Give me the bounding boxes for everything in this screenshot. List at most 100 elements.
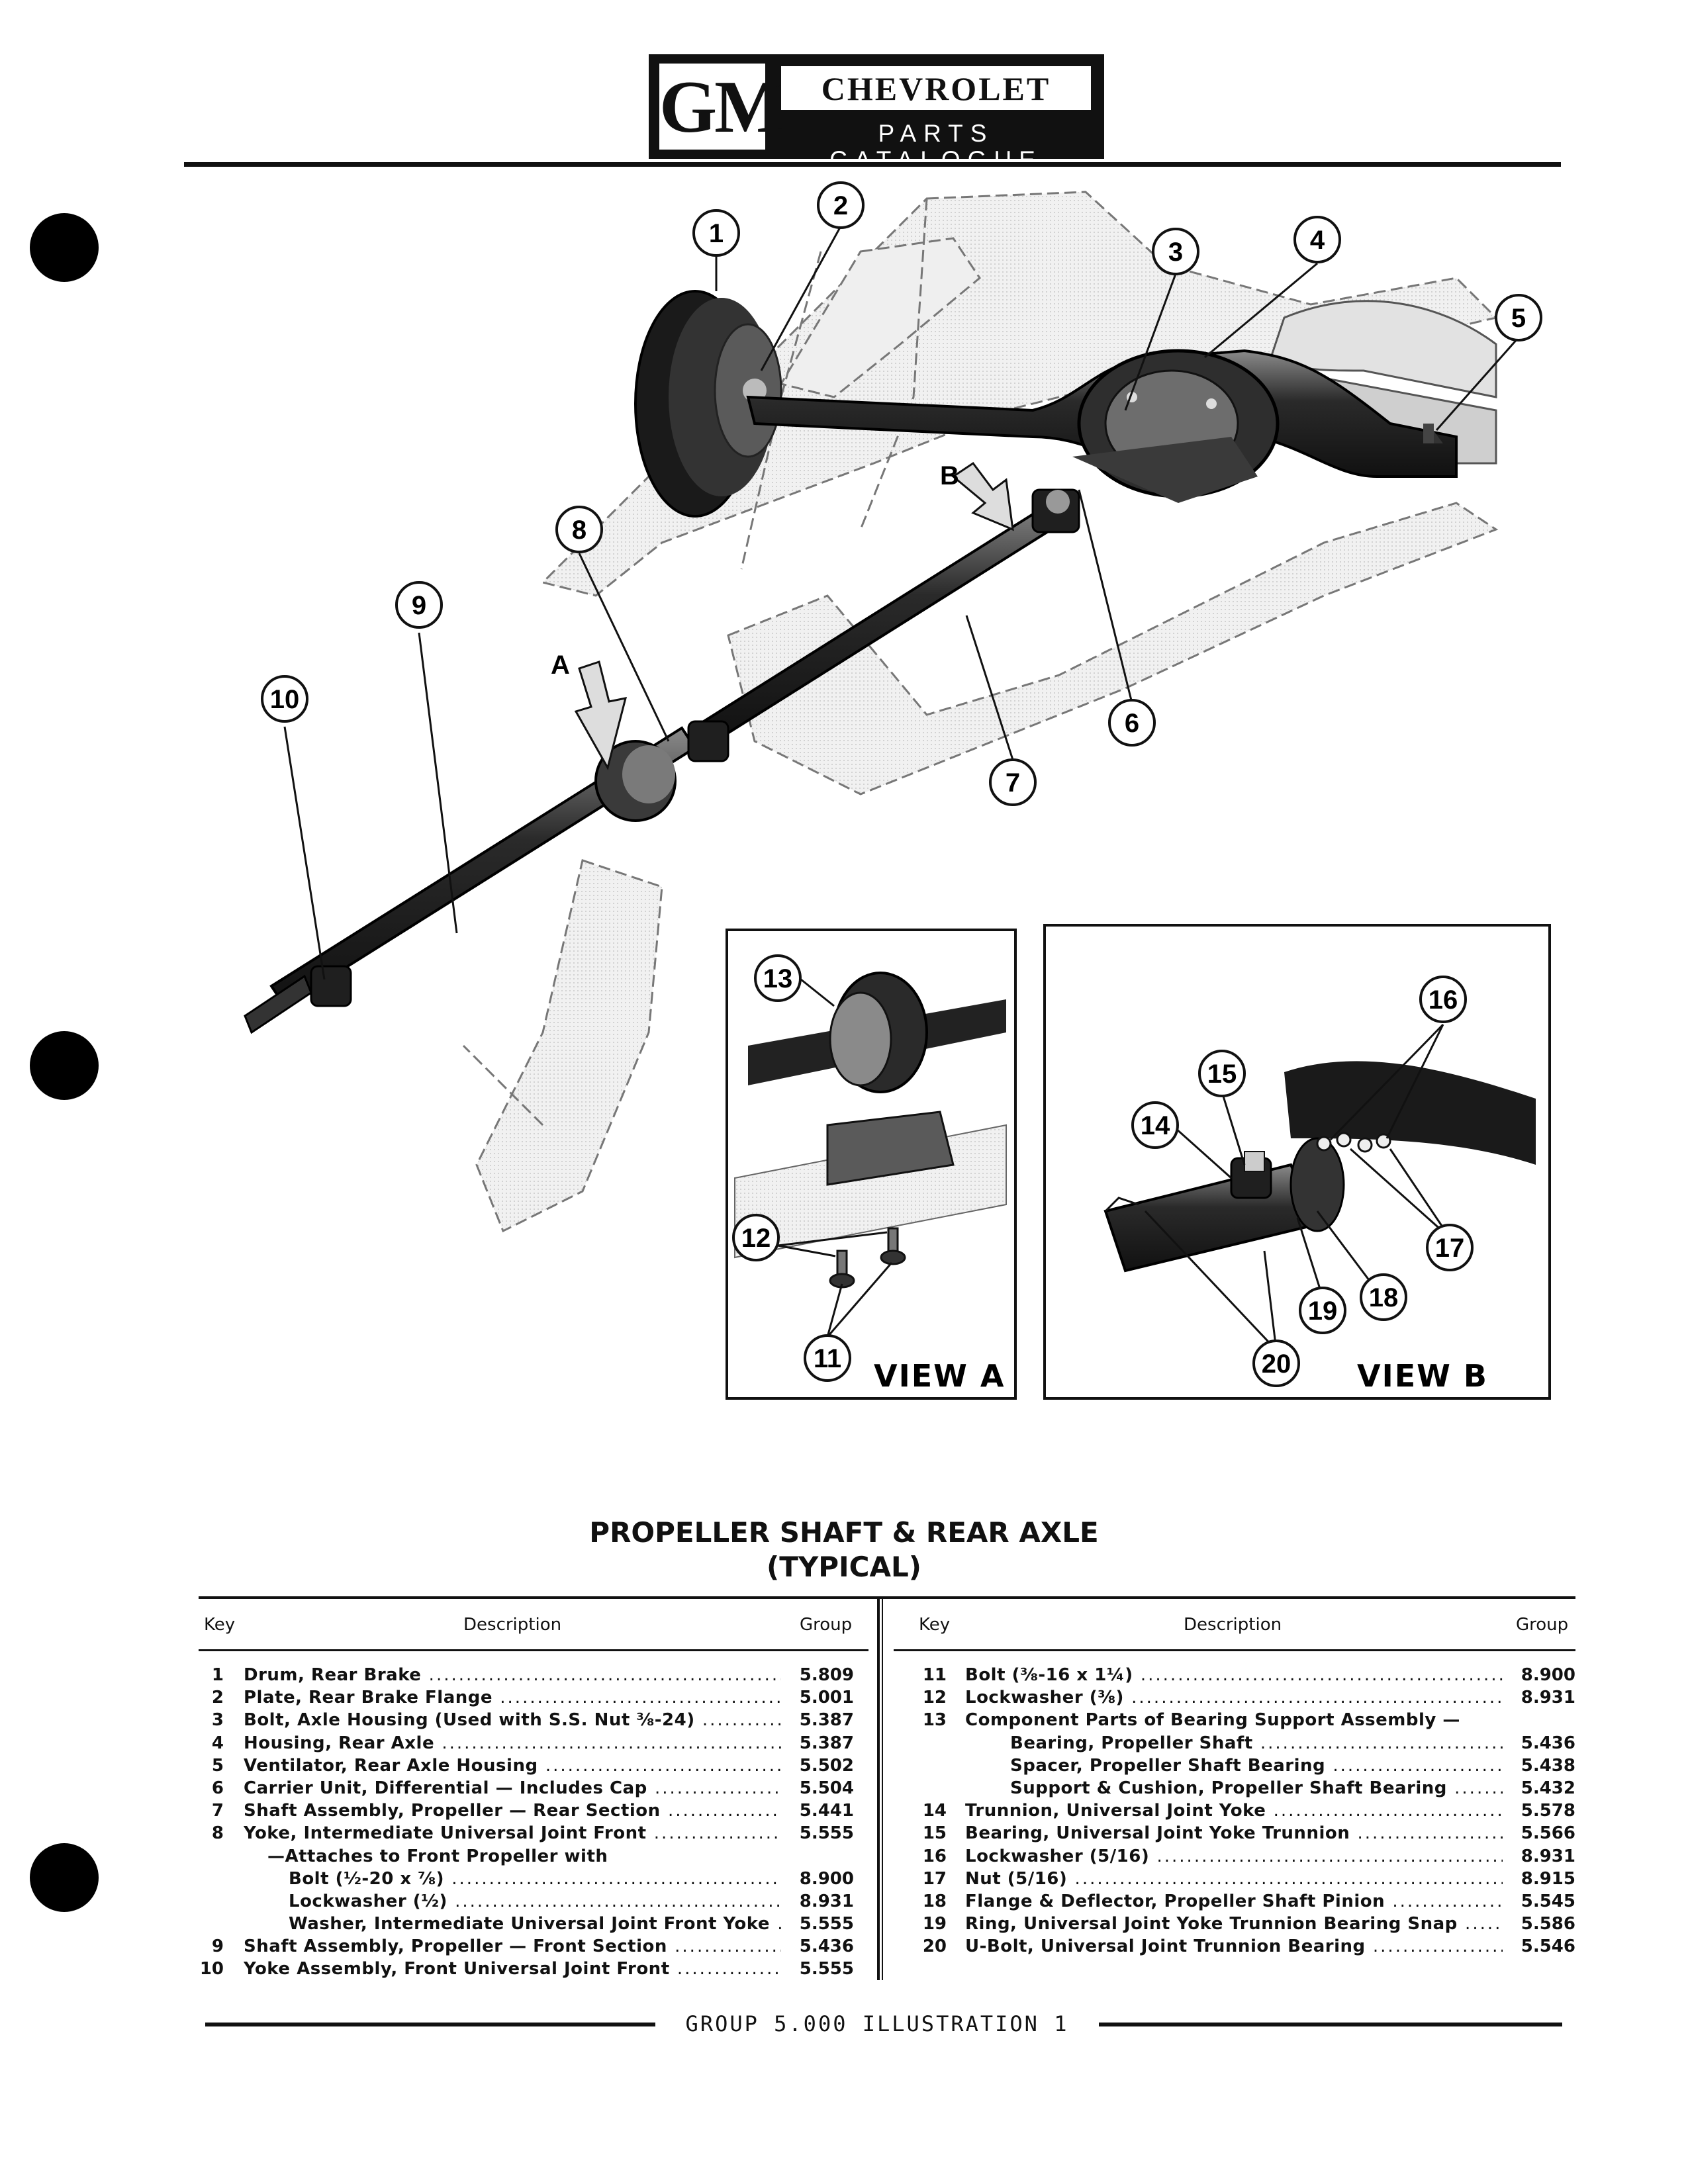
part-description: U-Bolt, Universal Joint Trunnion Bearing [965,1935,1503,1958]
part-description: Lockwasher (½) [289,1890,781,1913]
footer-rule-right [1099,2023,1562,2026]
callout-number: 14 [1141,1111,1170,1140]
part-description-text: Carrier Unit, Differential — Includes Ca… [244,1778,647,1798]
part-key: 3 [211,1710,224,1731]
callout-circle [1299,1287,1346,1334]
catalogue-label: PARTS CATALOGUE [829,120,1043,173]
table-header-rule [199,1649,868,1651]
part-description: Bearing, Universal Joint Yoke Trunnion [965,1822,1503,1844]
part-key: 7 [211,1801,224,1821]
part-description-text: Yoke Assembly, Front Universal Joint Fro… [244,1959,670,1979]
header-group-right: Group [1516,1615,1569,1635]
callout-circle [261,675,308,723]
part-description-text: Plate, Rear Brake Flange [244,1688,493,1708]
callout-circle [817,181,865,229]
part-description-text: Bearing, Universal Joint Yoke Trunnion [965,1823,1350,1844]
part-description: Bolt, Axle Housing (Used with S.S. Nut ⅜… [244,1709,781,1731]
callout-number: 4 [1310,226,1325,255]
callout-number: 8 [572,516,586,545]
part-description: Support & Cushion, Propeller Shaft Beari… [1010,1777,1503,1799]
part-group-number: 5.578 [1521,1801,1575,1821]
page-title: PROPELLER SHAFT & REAR AXLE [589,1516,1099,1549]
part-description-text: Bolt (⅜-16 x 1¼) [965,1665,1133,1685]
part-description-text: Spacer, Propeller Shaft Bearing [1010,1755,1326,1776]
part-group-number: 8.931 [1521,1846,1575,1866]
callout-number: 13 [763,964,793,993]
part-description-text: Nut (5/16) [965,1868,1068,1889]
part-group-number: 5.441 [799,1801,854,1821]
callout-number: 5 [1511,304,1526,333]
part-group-number: 5.432 [1521,1778,1575,1798]
callout-circle [1252,1340,1300,1387]
part-description: Bearing, Propeller Shaft [1010,1732,1503,1754]
callout-circle [804,1334,851,1382]
part-description: Lockwasher (⅜) [965,1686,1503,1709]
callout-number: 1 [709,219,724,248]
part-group-number: 5.546 [1521,1936,1575,1957]
part-description-text: Yoke, Intermediate Universal Joint Front [244,1823,647,1844]
table-top-rule [199,1596,1575,1599]
table-column-divider [882,1596,883,1980]
callout-circle [1360,1273,1407,1321]
part-key: 9 [211,1936,224,1957]
callout-circle [692,209,740,257]
part-description-text: Flange & Deflector, Propeller Shaft Pini… [965,1891,1385,1911]
part-group-number: 5.555 [799,1914,854,1934]
header-key-right: Key [919,1615,951,1635]
callout-number: 19 [1308,1297,1338,1326]
parts-row: 7 Shaft Assembly, Propeller — Rear Sectio… [192,1799,861,1822]
footer-caption: GROUP 5.000 ILLUSTRATION 1 [685,2011,1069,2036]
callout-number: 17 [1435,1234,1465,1263]
parts-row: —Attaches to Front Propeller with [192,1845,861,1868]
part-description: —Attaches to Front Propeller with [267,1845,781,1868]
callout-number: 2 [833,191,848,220]
view-a-inset: VIEW A [726,929,1017,1400]
callout-number: 16 [1429,985,1458,1015]
part-key: 14 [922,1801,947,1821]
parts-row: Bearing, Propeller Shaft5.436 [920,1732,1575,1754]
callout-circle [1108,699,1156,747]
parts-row: Support & Cushion, Propeller Shaft Beari… [920,1777,1575,1799]
part-description-text: Washer, Intermediate Universal Joint Fro… [289,1914,770,1934]
part-key: 12 [922,1688,947,1708]
part-group-number: 5.586 [1521,1914,1575,1934]
part-description-text: Shaft Assembly, Propeller — Rear Section [244,1801,661,1821]
part-key: 11 [922,1665,947,1685]
propeller-shaft [244,488,1080,1034]
part-description-text: Housing, Rear Axle [244,1733,435,1753]
callout-circle [1419,976,1467,1023]
part-group-number: 5.436 [799,1936,854,1957]
part-description: Carrier Unit, Differential — Includes Ca… [244,1777,781,1799]
callout-circle [1152,228,1199,275]
callout-circle [754,954,802,1002]
part-description: Plate, Rear Brake Flange [244,1686,781,1709]
view-b-label: VIEW B [1357,1358,1488,1394]
callout-circle [1293,216,1341,263]
part-group-number: 5.545 [1521,1891,1575,1911]
binder-hole [30,1031,99,1100]
part-description: Nut (5/16) [965,1868,1503,1890]
gm-logo: GM [659,66,784,148]
part-key: 19 [922,1914,947,1934]
callout-number: 15 [1207,1060,1237,1089]
table-column-divider [877,1596,880,1980]
part-description: Washer, Intermediate Universal Joint Fro… [289,1913,781,1935]
view-a-label: VIEW A [874,1358,1006,1394]
catalogue-header-logo: GM CHEVROLET PARTS CATALOGUE [649,54,1104,173]
part-description: Bolt (⅜-16 x 1¼) [965,1664,1503,1686]
part-description-text: Shaft Assembly, Propeller — Front Sectio… [244,1936,667,1957]
part-description-text: Bolt (½-20 x ⅞) [289,1868,445,1889]
part-description: Shaft Assembly, Propeller — Rear Section [244,1799,781,1822]
